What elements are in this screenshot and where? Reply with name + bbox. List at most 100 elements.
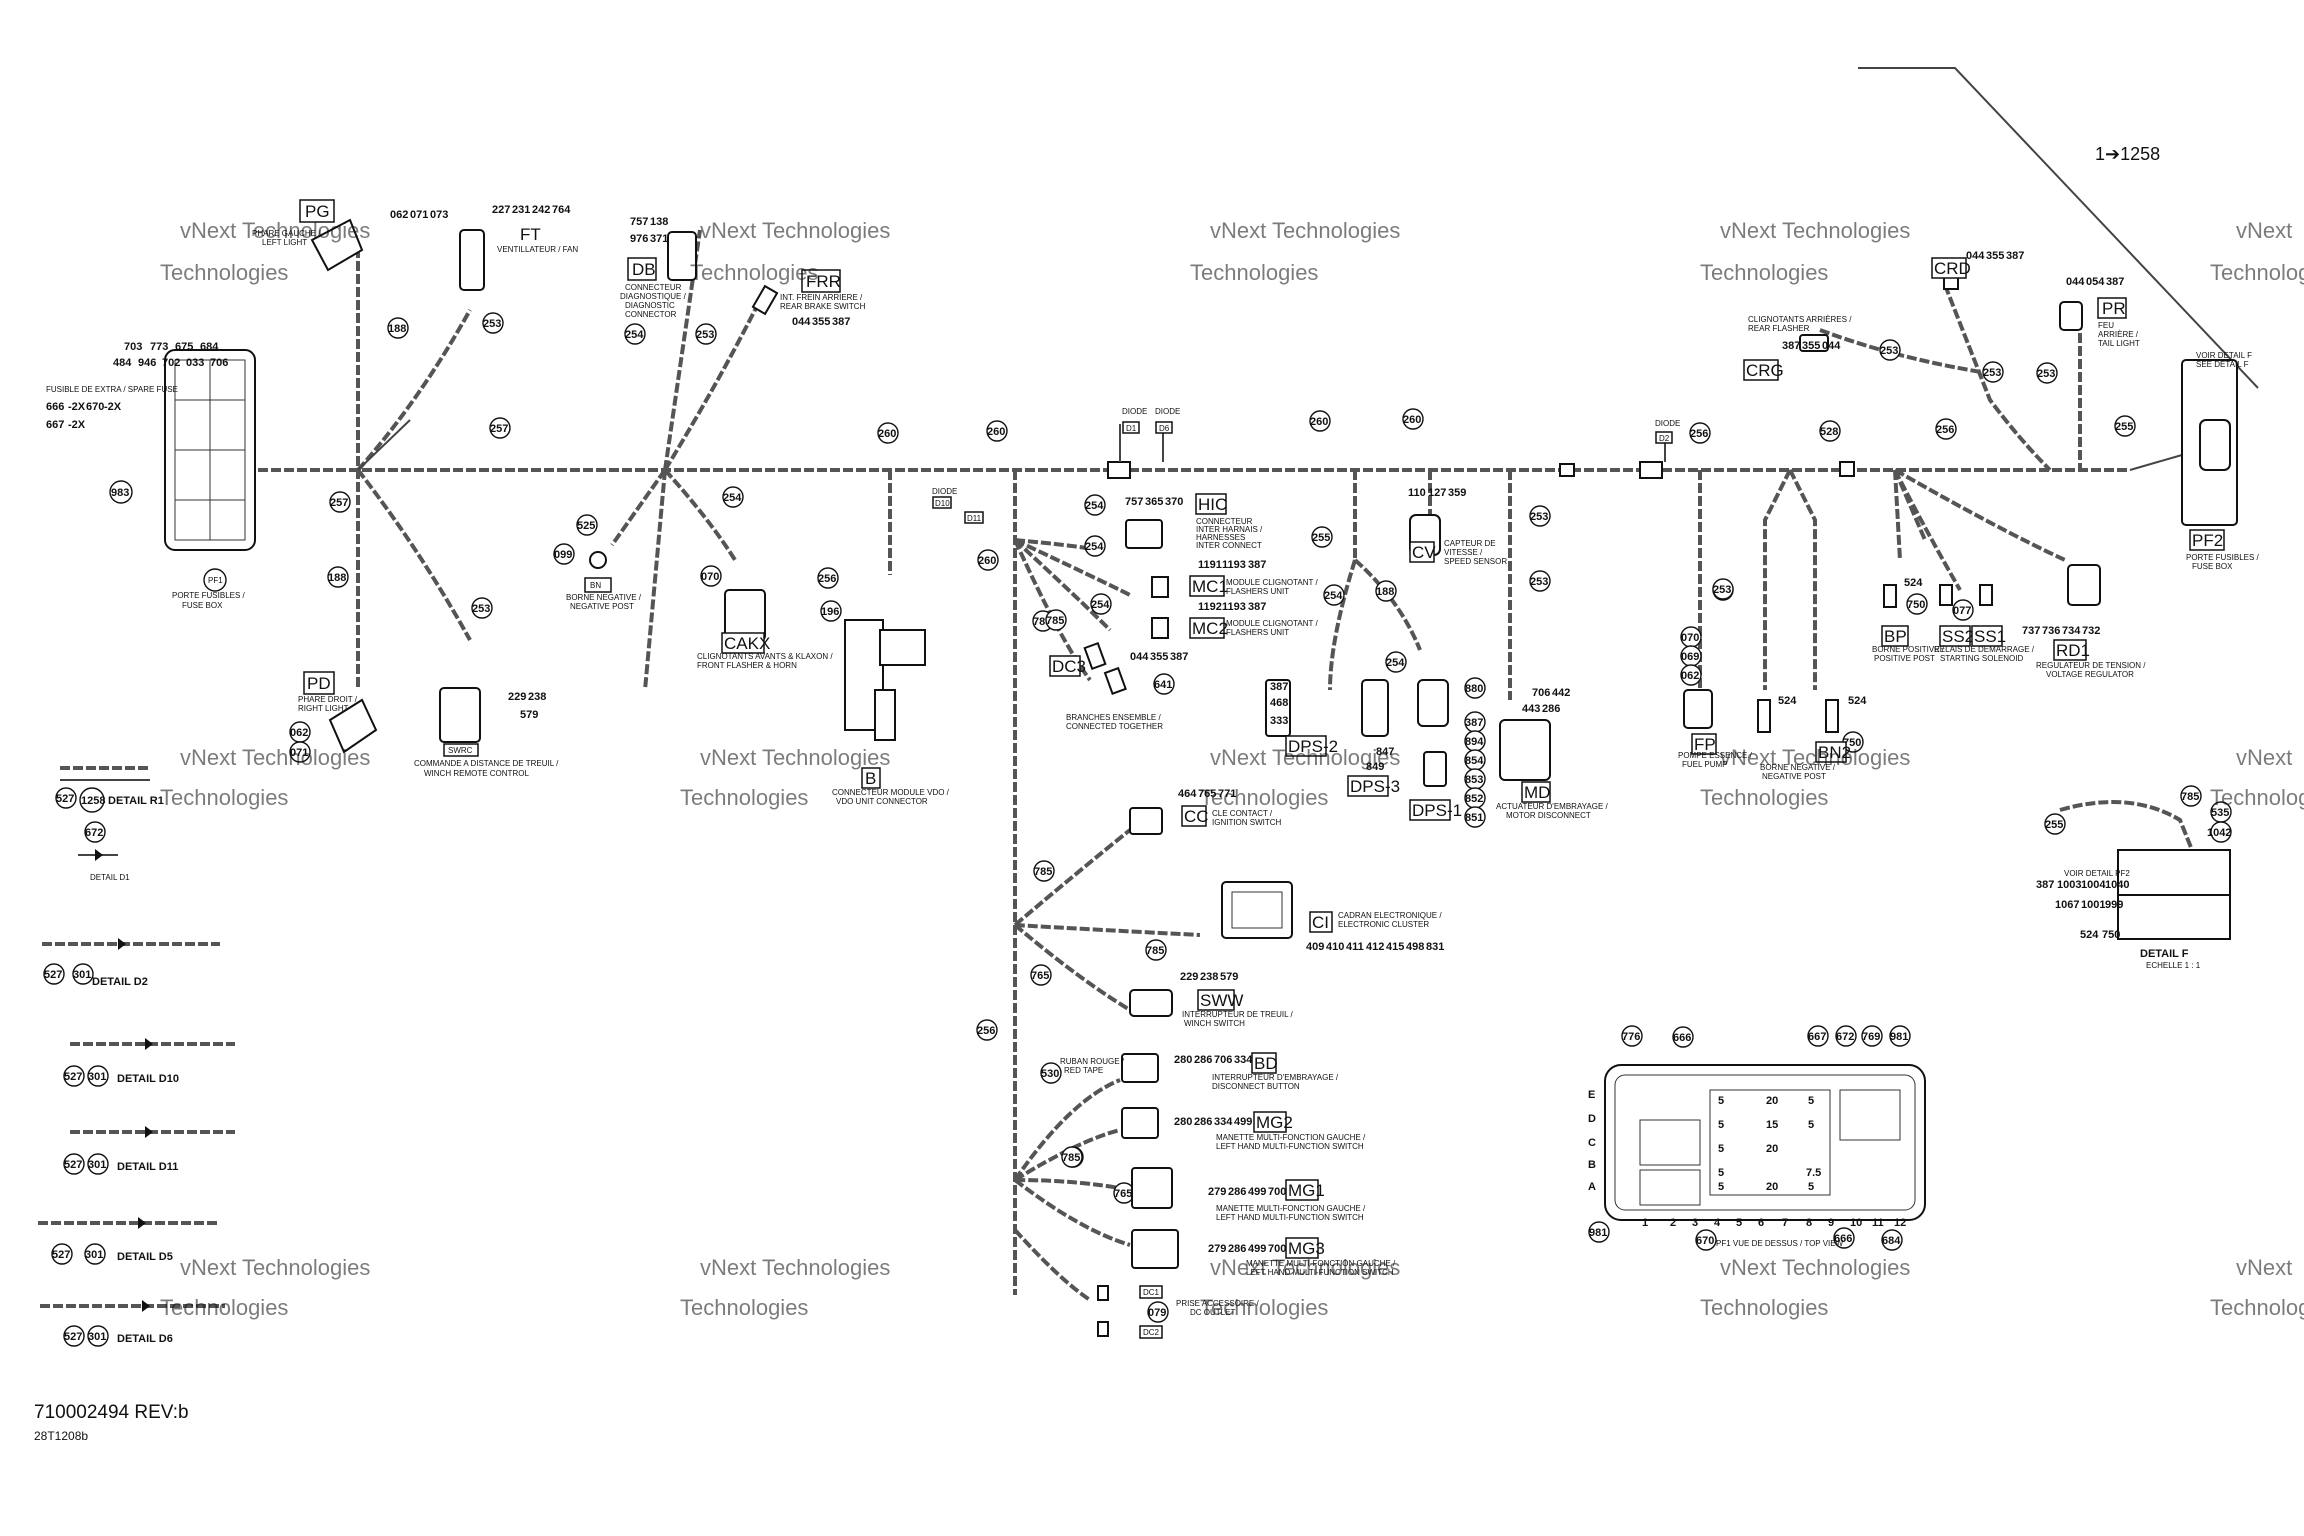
svg-text:387: 387 [832, 316, 850, 328]
svg-text:750: 750 [1843, 737, 1861, 749]
svg-text:785: 785 [1146, 945, 1164, 957]
wire-label: 260 [1309, 410, 1331, 432]
detail-r1: 527 1258 DETAIL R1 [55, 766, 164, 813]
svg-text:765: 765 [1114, 1188, 1132, 1200]
svg-text:NEGATIVE POST: NEGATIVE POST [1762, 772, 1826, 781]
svg-text:535: 535 [2211, 807, 2229, 819]
svg-text:INTER CONNECT: INTER CONNECT [1196, 541, 1262, 550]
wire-label: 256 [976, 1019, 998, 1041]
detail-d6: 527 301 DETAIL D6 [40, 1300, 225, 1347]
svg-text:999: 999 [2105, 899, 2123, 911]
swrc-winch-remote-control: 229 238 579 SWRC COMMANDE A DISTANCE DE … [414, 687, 559, 778]
svg-text:227: 227 [492, 204, 510, 216]
diode-label-2: DIODE [1155, 407, 1180, 416]
watermark-text: vNext Technologies [700, 745, 890, 770]
detail-f-scale: ECHELLE 1 : 1 [2146, 961, 2201, 970]
svg-text:370: 370 [1165, 496, 1183, 508]
svg-text:387: 387 [1465, 717, 1483, 729]
svg-text:E: E [1588, 1089, 1595, 1101]
ft-fan-connector: FT VENTILLATEUR / FAN 227 231 242 764 [459, 204, 578, 291]
wire-label: 253 [695, 323, 717, 345]
svg-text:5: 5 [1808, 1095, 1814, 1107]
svg-text:FLASHERS UNIT: FLASHERS UNIT [1226, 587, 1289, 596]
svg-text:IGNITION SWITCH: IGNITION SWITCH [1212, 818, 1282, 827]
svg-text:1040: 1040 [2105, 879, 2129, 891]
svg-text:B: B [1588, 1159, 1596, 1171]
dps3-sensor: 847 849 DPS-3 [1347, 679, 1400, 797]
svg-text:280: 280 [1174, 1054, 1192, 1066]
wire-label: 253 [1982, 361, 2004, 383]
svg-text:CLE CONTACT /: CLE CONTACT / [1212, 809, 1273, 818]
row-letters: E D C B A [1588, 1089, 1596, 1193]
ss2-ss1-starting-solenoid: 077 SS2 SS1 RELAIS DE DEMARRAGE / STARTI… [1934, 584, 2035, 663]
svg-text:138: 138 [650, 216, 668, 228]
watermark-text: Technologies [680, 785, 808, 810]
diode-d1-label: D1 [1126, 424, 1137, 433]
svg-text:7.5: 7.5 [1806, 1167, 1821, 1179]
document-number: 710002494 REV:b [34, 1402, 189, 1423]
svg-text:355: 355 [1150, 651, 1168, 663]
dc3-connected-together: DC3 044 355 387 641 BRANCHES ENSEMBLE / … [1049, 641, 1188, 731]
svg-text:254: 254 [625, 329, 644, 341]
ss1-tag: SS1 [1974, 627, 2006, 646]
svg-text:359: 359 [1448, 487, 1466, 499]
svg-text:253: 253 [1530, 511, 1548, 523]
svg-text:670: 670 [1696, 1235, 1714, 1247]
svg-text:073: 073 [430, 209, 448, 221]
svg-text:260: 260 [987, 426, 1005, 438]
frr-tag: FRR [806, 272, 841, 291]
watermarks: vNext Technologies Technologies vNext Te… [160, 218, 2304, 1320]
detail-d2-label: DETAIL D2 [92, 976, 148, 988]
svg-text:853: 853 [1465, 774, 1483, 786]
svg-text:672: 672 [85, 827, 103, 839]
svg-text:CONNECTEUR: CONNECTEUR [1196, 517, 1253, 526]
svg-text:387: 387 [2036, 879, 2054, 891]
svg-text:301: 301 [73, 969, 91, 981]
svg-text:355: 355 [1802, 340, 1820, 352]
svg-text:260: 260 [978, 555, 996, 567]
part-reference-label: 1➔1258 [2095, 144, 2160, 164]
svg-text:527: 527 [64, 1331, 82, 1343]
wire-label: 188 [387, 317, 409, 339]
svg-text:VDO UNIT CONNECTOR: VDO UNIT CONNECTOR [836, 797, 928, 806]
ci-tag: CI [1312, 913, 1329, 932]
part-reference-leader: 1➔1258 [1858, 67, 2259, 389]
svg-text:757: 757 [1125, 496, 1143, 508]
mg1-multifunction-switch: 279 286 499 700 MG1 MANETTE MULTI-FONCTI… [1131, 1167, 1366, 1222]
svg-text:2: 2 [1670, 1217, 1676, 1229]
svg-text:RELAIS DE DEMARRAGE /: RELAIS DE DEMARRAGE / [1934, 645, 2035, 654]
svg-text:7: 7 [1782, 1217, 1788, 1229]
svg-text:703: 703 [124, 341, 142, 353]
bd-tag: BD [1254, 1054, 1278, 1073]
svg-text:286: 286 [1194, 1054, 1212, 1066]
svg-text:LEFT HAND MULTI-FUNCTION SWITC: LEFT HAND MULTI-FUNCTION SWITCH [1216, 1213, 1364, 1222]
md-tag: MD [1524, 783, 1550, 802]
wire-label: 253 [2036, 362, 2058, 384]
svg-text:ARRIÈRE /: ARRIÈRE / [2098, 330, 2139, 339]
watermark-text: Technologies [1700, 785, 1828, 810]
watermark-text: vNext Technologies [700, 1255, 890, 1280]
svg-text:675: 675 [175, 341, 193, 353]
svg-text:229: 229 [1180, 971, 1198, 983]
svg-text:666: 666 [46, 401, 64, 413]
watermark-text: Technologies [1700, 1295, 1828, 1320]
svg-text:062: 062 [290, 727, 308, 739]
svg-text:785: 785 [1034, 866, 1052, 878]
svg-text:371: 371 [650, 233, 668, 245]
svg-text:736: 736 [2042, 625, 2060, 637]
svg-text:188: 188 [328, 572, 346, 584]
db-tag: DB [632, 260, 656, 279]
svg-text:700: 700 [1268, 1243, 1286, 1255]
svg-text:301: 301 [88, 1331, 106, 1343]
svg-text:MANETTE MULTI-FONCTION GAUCHE: MANETTE MULTI-FONCTION GAUCHE / [1216, 1133, 1366, 1142]
drawing-code: 28T1208b [34, 1429, 88, 1443]
svg-text:LEFT HAND MULTI-FUNCTION SWITC: LEFT HAND MULTI-FUNCTION SWITCH [1216, 1142, 1364, 1151]
svg-text:769: 769 [1862, 1031, 1880, 1043]
detail-d5-label: DETAIL D5 [117, 1251, 173, 1263]
svg-text:REAR FLASHER: REAR FLASHER [1748, 324, 1810, 333]
svg-text:579: 579 [1220, 971, 1238, 983]
rd1-tag: RD1 [2056, 641, 2090, 660]
svg-text:242: 242 [532, 204, 550, 216]
svg-text:044: 044 [2066, 276, 2085, 288]
main-harness-trunk [258, 424, 2183, 479]
